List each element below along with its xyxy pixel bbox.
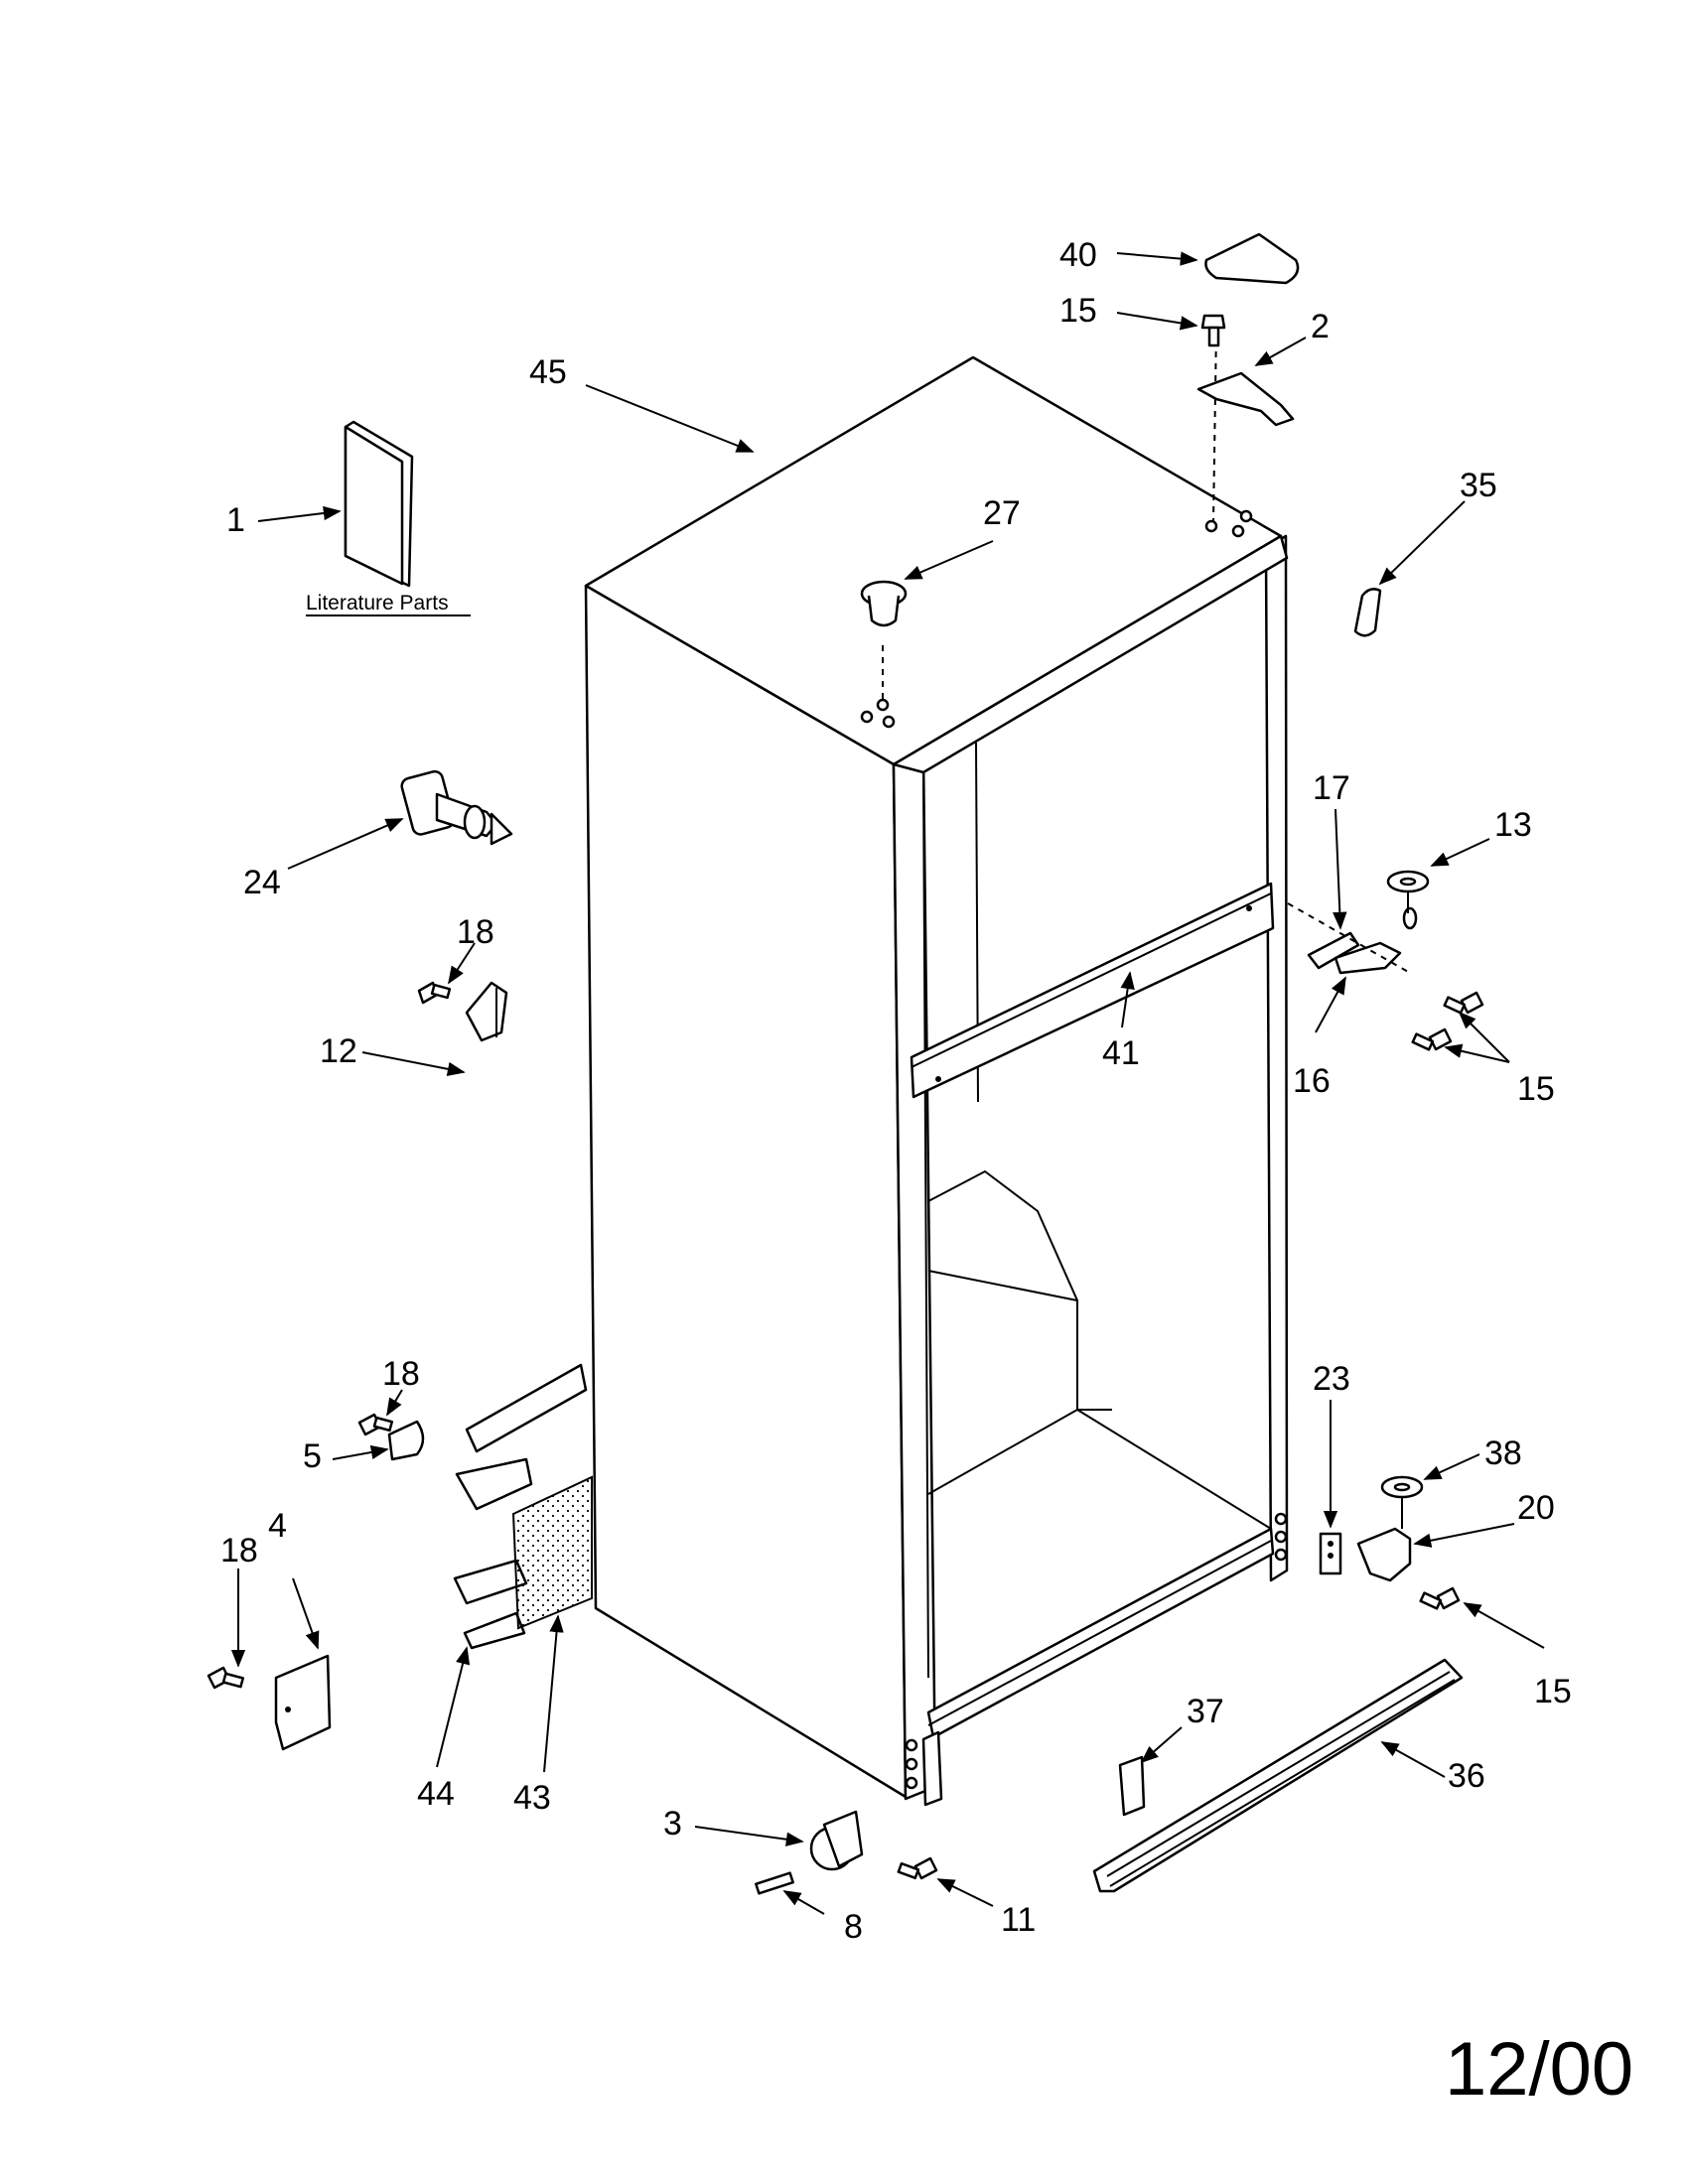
callout-23: 23 [1313,1360,1350,1398]
literature-parts-label: Literature Parts [306,592,449,614]
callout-24: 24 [243,864,281,901]
top-hinge-part [1196,371,1295,427]
callout-36: 36 [1448,1757,1485,1795]
leader-lines [230,251,1545,1915]
washer-part-38 [1380,1475,1424,1529]
bracket-part-12 [465,981,508,1042]
center-hinge-part [1307,906,1418,975]
roller-screw-part [897,1856,938,1880]
callout-15-top: 15 [1059,292,1097,330]
screw-part-c [1419,1586,1461,1610]
callout-35: 35 [1460,467,1497,504]
roller-part [809,1810,864,1871]
screw-part-a [417,981,452,1005]
callout-41: 41 [1102,1034,1140,1072]
screw-part-d [357,1413,394,1436]
callout-1: 1 [226,501,245,539]
screw-part-e [207,1666,244,1690]
button-plug-part [860,580,908,627]
callout-40: 40 [1059,236,1097,274]
grille-clip-part [1118,1755,1146,1817]
cabinet-shell [584,327,1289,1807]
screw-part-b [1411,991,1484,1051]
cover-part-4 [274,1654,332,1751]
insulation-part [511,1475,593,1630]
callout-27: 27 [983,494,1021,532]
clamp-part [387,1420,425,1461]
callout-2: 2 [1311,308,1330,345]
washer-part-13 [1386,870,1430,913]
base-grille-part [1092,1658,1464,1893]
date-code: 12/00 [1445,2027,1633,2112]
door-stop-part [400,769,513,846]
callout-18-lower: 18 [220,1532,258,1570]
callout-15-bottom: 15 [1534,1673,1572,1710]
callout-labels: 40 15 2 45 35 1 27 17 13 24 18 16 15 12 … [220,236,1572,1946]
callout-15-middle: 15 [1517,1070,1555,1108]
screw-top-part [1200,314,1226,347]
callout-8: 8 [844,1908,863,1946]
callout-45: 45 [529,353,567,391]
callout-18-middle: 18 [382,1355,420,1393]
callout-5: 5 [303,1437,322,1475]
callout-37: 37 [1187,1693,1224,1730]
callout-16: 16 [1293,1062,1331,1100]
callout-3: 3 [663,1805,682,1843]
callout-13: 13 [1494,806,1532,844]
bottom-hinge-part [1356,1527,1412,1582]
callout-4: 4 [268,1507,287,1545]
callout-11: 11 [1001,1901,1036,1939]
plug-part [1353,588,1382,637]
roller-pin-part [755,1871,794,1895]
shim-part [1319,1532,1342,1575]
callout-20: 20 [1517,1489,1555,1527]
callout-43: 43 [513,1779,551,1817]
callout-12: 12 [320,1032,357,1070]
callout-18-upper: 18 [457,913,494,951]
callout-17: 17 [1313,769,1350,807]
callout-44: 44 [417,1775,455,1813]
bracket-part-44 [453,1363,588,1650]
hinge-cover-part [1204,232,1300,285]
callout-38: 38 [1484,1434,1522,1472]
literature-parts-icon [344,420,414,588]
